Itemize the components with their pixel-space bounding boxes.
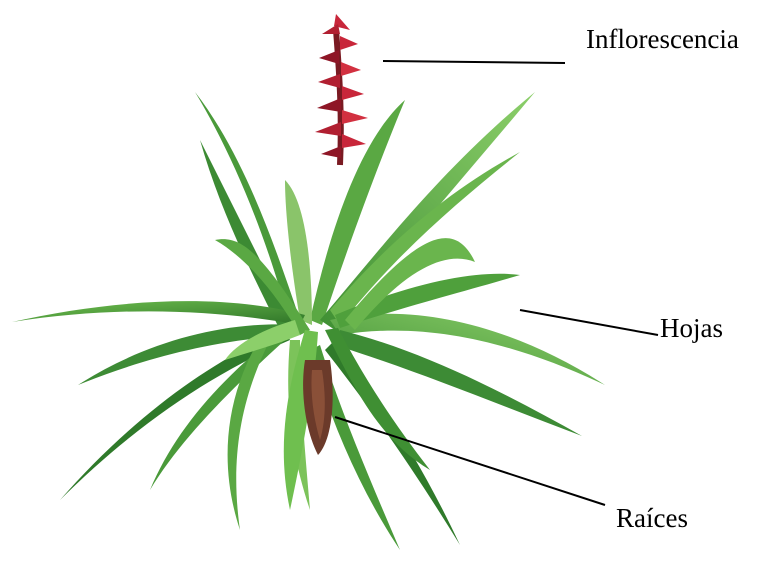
leaf <box>335 330 582 436</box>
bract <box>341 62 361 76</box>
bract <box>319 50 339 64</box>
bract <box>340 36 358 50</box>
leaf <box>12 301 305 325</box>
label-inflorescencia: Inflorescencia <box>586 26 739 53</box>
label-hojas: Hojas <box>660 315 723 342</box>
inflorescence <box>315 14 368 165</box>
bract <box>315 122 341 136</box>
label-raices: Raíces <box>616 505 688 532</box>
bract <box>342 134 366 148</box>
bract <box>322 24 340 34</box>
leaf <box>200 140 290 330</box>
leader-line-raices <box>335 417 605 505</box>
bract <box>342 86 364 100</box>
leader-line-hojas <box>520 310 658 335</box>
leaf <box>150 332 285 490</box>
roots <box>303 360 333 455</box>
bract <box>318 74 340 88</box>
leader-line-inflorescencia <box>383 61 565 63</box>
leaves-back <box>195 92 535 330</box>
leaf <box>195 92 300 325</box>
bract <box>342 110 368 124</box>
bract <box>321 146 341 158</box>
bract <box>317 98 341 112</box>
